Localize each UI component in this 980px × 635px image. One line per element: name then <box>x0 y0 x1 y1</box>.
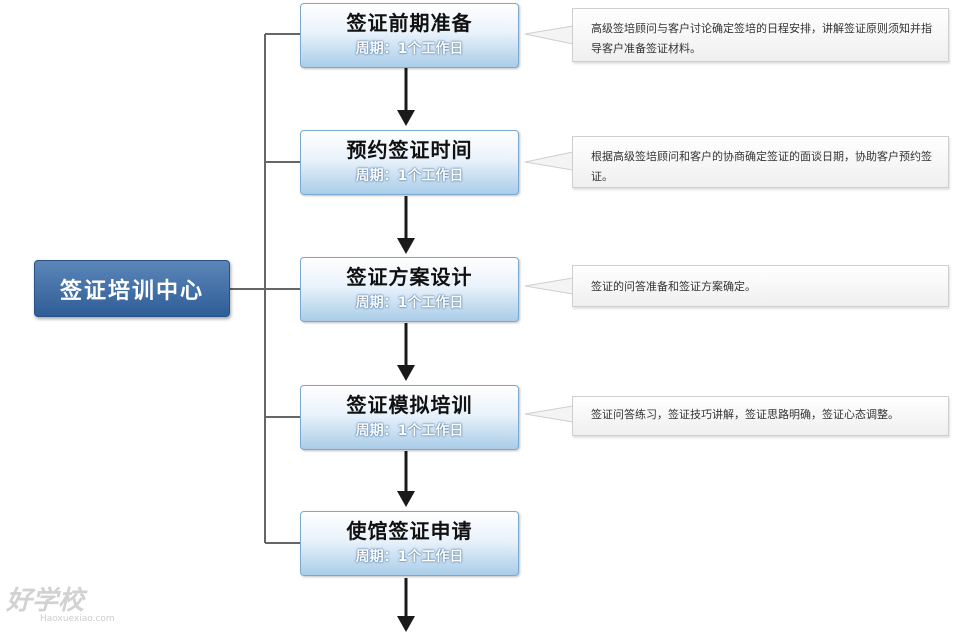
step-period: 周期：1个工作日 <box>355 423 464 439</box>
watermark-text: 好学校 <box>6 586 85 616</box>
step-period: 周期：1个工作日 <box>355 295 464 311</box>
down-arrow <box>397 323 415 381</box>
step-note: 根据高级签培顾问和客户的协商确定签证的面谈日期，协助客户预约签证。 <box>572 136 949 188</box>
step-note: 签证问答练习，签证技巧讲解，签证思路明确，签证心态调整。 <box>572 396 949 436</box>
down-arrow <box>397 578 415 632</box>
step-node: 签证模拟培训 周期：1个工作日 <box>300 385 519 450</box>
step-note: 签证的问答准备和签证方案确定。 <box>572 265 949 307</box>
down-arrow <box>397 68 415 126</box>
down-arrow <box>397 196 415 254</box>
step-title: 签证方案设计 <box>346 265 473 289</box>
note-text: 高级签培顾问与客户讨论确定签培的日程安排，讲解签证原则须知并指导客户准备签证材料… <box>591 22 932 55</box>
step-period: 周期：1个工作日 <box>355 168 464 184</box>
center-node: 签证培训中心 <box>34 260 230 317</box>
step-period: 周期：1个工作日 <box>355 41 464 57</box>
callout-pointer <box>524 151 574 171</box>
step-title: 签证模拟培训 <box>346 393 473 417</box>
down-arrow <box>397 451 415 507</box>
step-title: 签证前期准备 <box>346 11 473 35</box>
note-text: 签证的问答准备和签证方案确定。 <box>591 280 756 293</box>
callout-pointer <box>524 405 574 423</box>
step-node: 使馆签证申请 周期：1个工作日 <box>300 511 519 576</box>
step-node: 签证前期准备 周期：1个工作日 <box>300 3 519 68</box>
step-node: 签证方案设计 周期：1个工作日 <box>300 257 519 322</box>
callout-pointer <box>524 25 574 45</box>
callout-pointer <box>524 277 574 295</box>
note-text: 签证问答练习，签证技巧讲解，签证思路明确，签证心态调整。 <box>591 408 899 421</box>
center-label: 签证培训中心 <box>59 278 204 304</box>
step-title: 预约签证时间 <box>346 138 473 162</box>
note-text: 根据高级签培顾问和客户的协商确定签证的面谈日期，协助客户预约签证。 <box>591 150 932 183</box>
step-title: 使馆签证申请 <box>346 519 473 543</box>
step-node: 预约签证时间 周期：1个工作日 <box>300 130 519 195</box>
watermark-subtext: Haoxuexiao.com <box>40 614 115 624</box>
step-note: 高级签培顾问与客户讨论确定签培的日程安排，讲解签证原则须知并指导客户准备签证材料… <box>572 8 949 62</box>
watermark-logo: 好学校 <box>6 580 84 617</box>
step-period: 周期：1个工作日 <box>355 549 464 565</box>
